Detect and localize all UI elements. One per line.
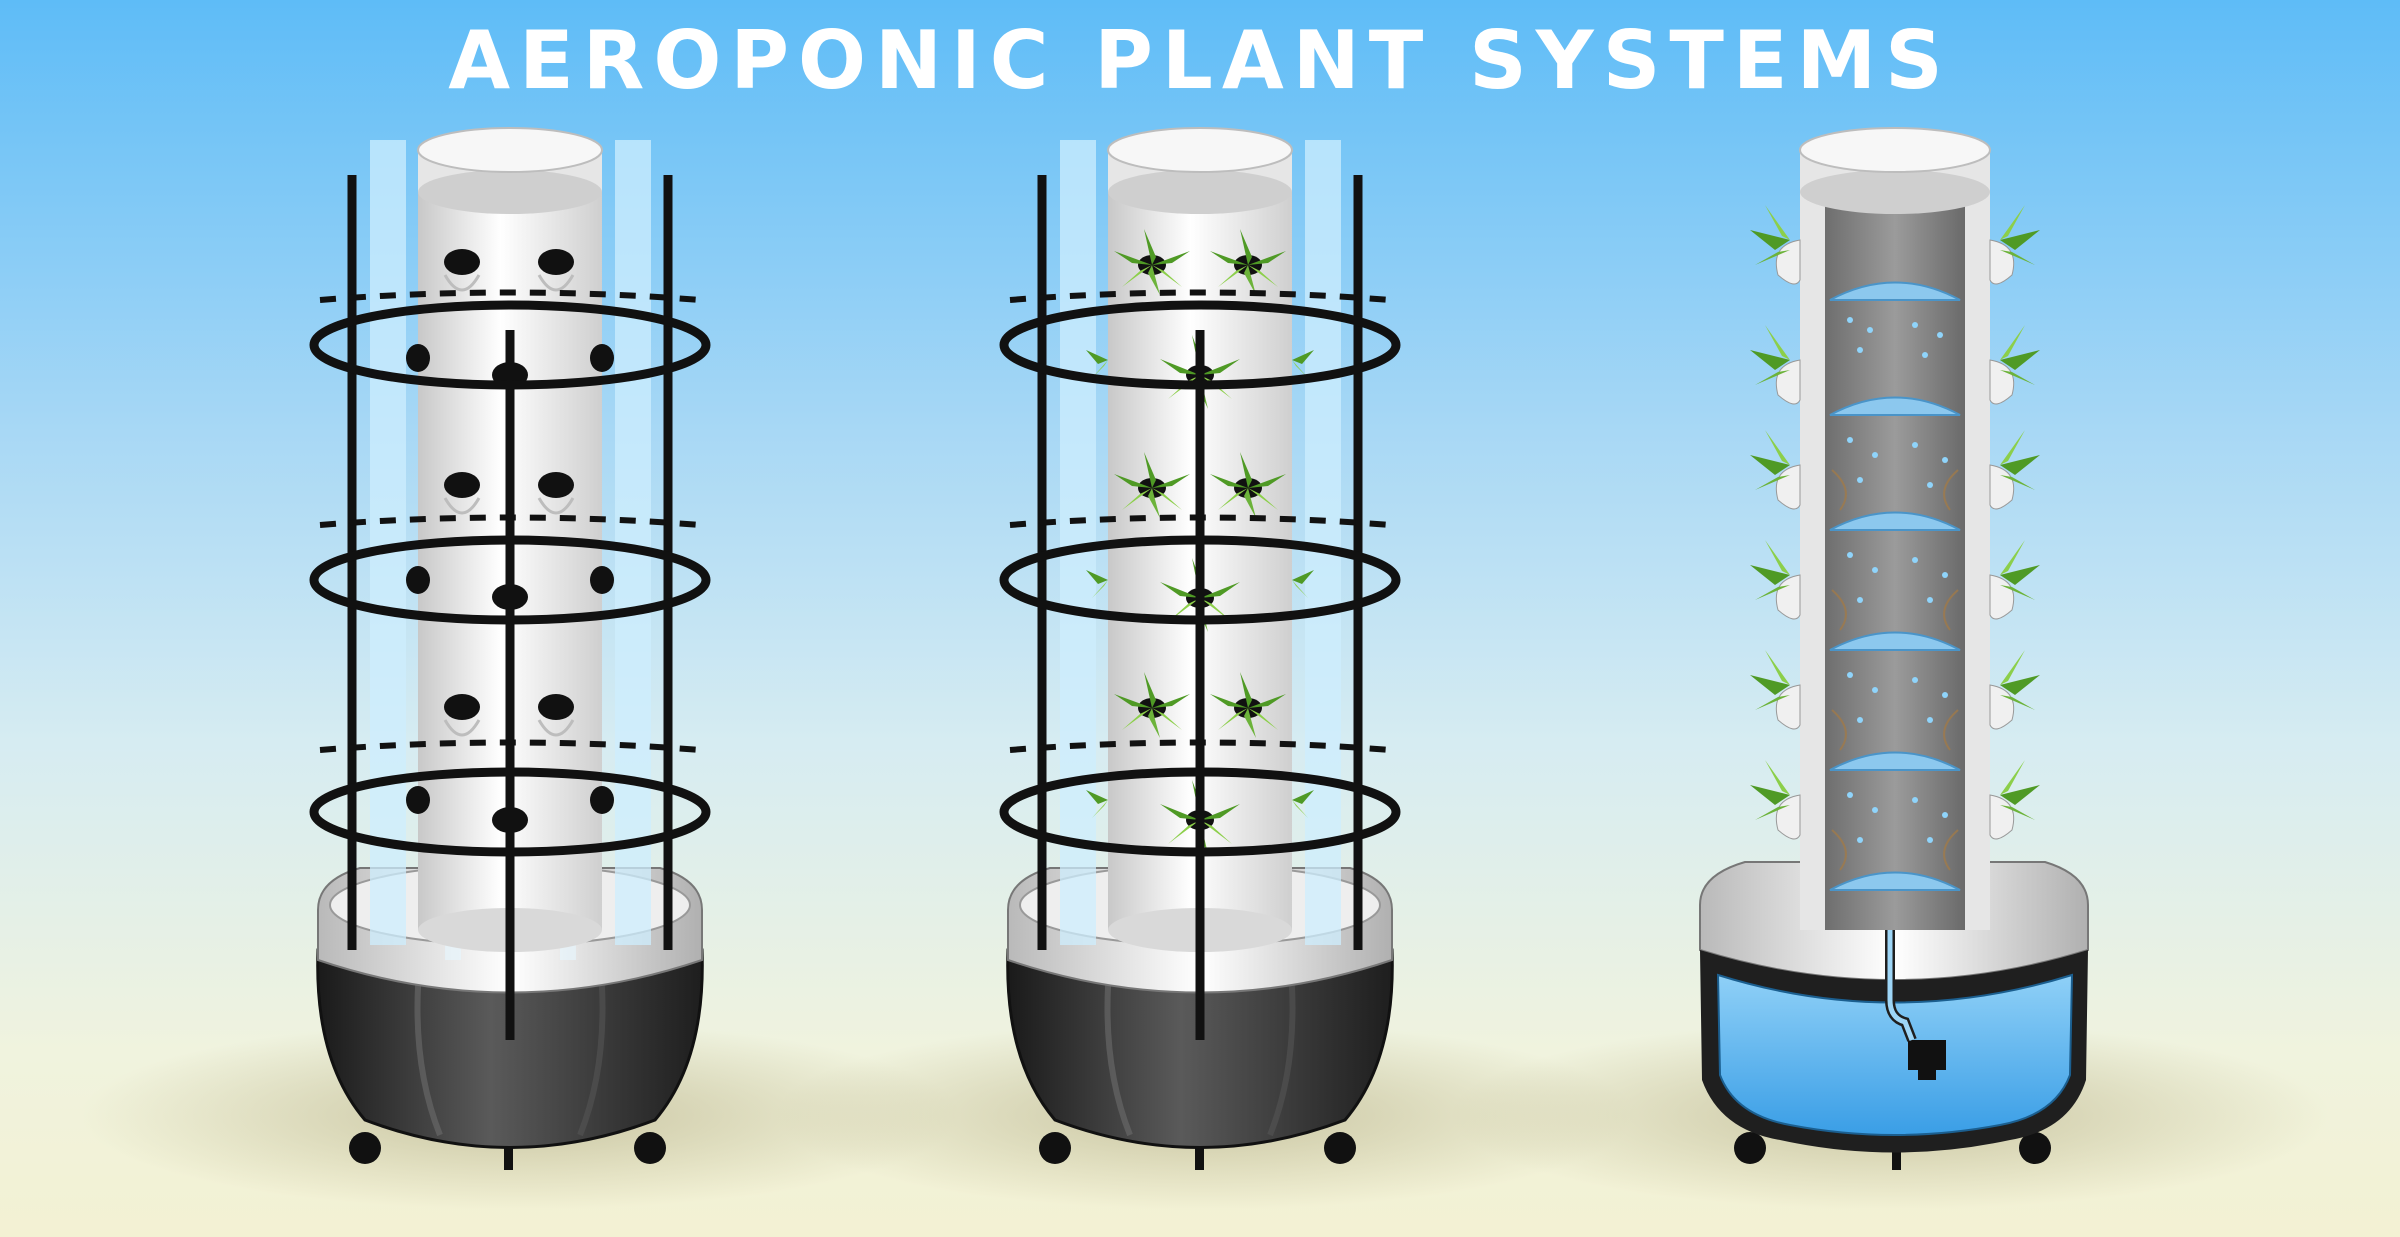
planting-holes <box>406 249 614 833</box>
side-pods <box>1750 205 2040 840</box>
empty-tower-illustration <box>309 127 711 1170</box>
mist-domes <box>1829 281 1961 891</box>
page-title: AEROPONIC PLANT SYSTEMS <box>448 14 1952 107</box>
mist-droplets <box>1847 317 1948 843</box>
cutaway-tower-illustration <box>1699 127 2089 1170</box>
planted-tower-illustration <box>999 127 1401 1170</box>
